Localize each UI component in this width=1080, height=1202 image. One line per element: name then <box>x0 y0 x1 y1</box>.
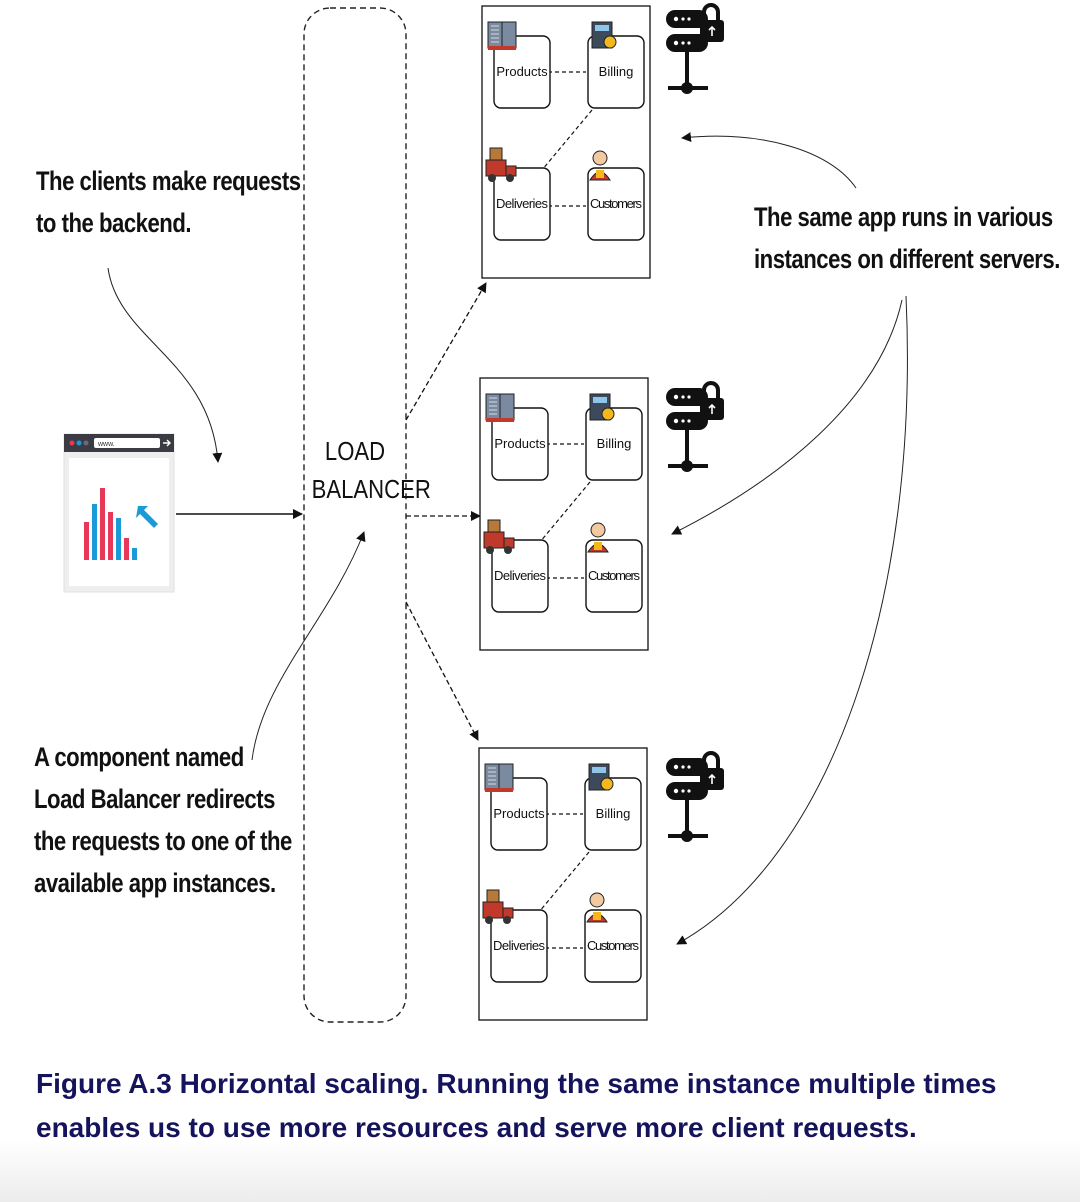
service-label: Customers <box>587 938 640 953</box>
load-balancer-annotation-arrow <box>251 531 366 761</box>
calculator-icon <box>589 393 615 421</box>
service-label: Products <box>496 64 548 79</box>
load-balancer-label: LOAD BALANCER <box>311 432 431 508</box>
book-icon <box>484 763 514 792</box>
annotation-line: to the backend. <box>36 208 192 238</box>
service-label: Billing <box>596 806 631 821</box>
secure-server-icon <box>666 751 724 842</box>
service-customers: Customers <box>587 150 645 241</box>
annotation-line: the requests to one of the <box>34 826 292 856</box>
service-label: Products <box>493 806 545 821</box>
service-label: Billing <box>599 64 634 79</box>
go-arrow-icon <box>163 439 171 447</box>
delivery-truck-icon <box>482 889 514 924</box>
same-app-annotation: The same app runs in various instances o… <box>754 196 1060 280</box>
service-products: Products <box>485 393 549 481</box>
service-label: Customers <box>590 196 643 211</box>
annotation-line: The same app runs in various <box>754 202 1053 232</box>
service-deliveries: Deliveries <box>482 889 548 983</box>
service-billing: Billing <box>585 393 643 481</box>
figure-caption: Figure A.3 Horizontal scaling. Running t… <box>36 1068 997 1143</box>
client-browser-window: www. <box>63 433 175 593</box>
service-label: Deliveries <box>494 568 547 583</box>
customer-person-icon <box>586 892 608 923</box>
address-bar <box>94 438 160 448</box>
load-balancer-label-line: LOAD <box>324 436 386 466</box>
calculator-icon <box>591 21 617 49</box>
secure-server-icon <box>666 381 724 472</box>
service-products: Products <box>484 763 548 851</box>
annotation-line: instances on different servers. <box>754 244 1060 274</box>
service-connector <box>539 481 591 543</box>
instance-annotation-arrow-3 <box>676 295 908 945</box>
service-label: Deliveries <box>493 938 546 953</box>
service-label: Deliveries <box>496 196 549 211</box>
clients-annotation-arrow <box>107 267 223 463</box>
delivery-truck-icon <box>483 519 515 554</box>
instance-annotation-arrow-2 <box>671 299 903 535</box>
service-connector <box>541 109 593 171</box>
load-balancer-annotation: A component named Load Balancer redirect… <box>34 736 292 904</box>
service-label: Billing <box>597 436 632 451</box>
address-bar-text: www. <box>97 441 115 448</box>
calculator-icon <box>588 763 614 791</box>
annotation-line: A component named <box>34 742 244 772</box>
cursor-arrow-icon <box>136 506 158 528</box>
load-balancer-box <box>303 7 407 1023</box>
service-customers: Customers <box>585 522 643 613</box>
service-billing: Billing <box>584 763 642 851</box>
service-billing: Billing <box>587 21 645 109</box>
instance-annotation-arrow-1 <box>681 132 857 189</box>
service-deliveries: Deliveries <box>483 519 549 613</box>
service-label: Customers <box>588 568 641 583</box>
route-arrow-3 <box>405 601 479 741</box>
service-deliveries: Deliveries <box>485 147 551 241</box>
load-balancer-label-line: BALANCER <box>311 474 431 504</box>
service-connector <box>538 851 590 913</box>
annotation-line: available app instances. <box>34 868 276 898</box>
service-products: Products <box>487 21 551 109</box>
annotation-line: The clients make requests <box>36 166 301 196</box>
book-icon <box>485 393 515 422</box>
customer-person-icon <box>589 150 611 181</box>
secure-server-icon <box>666 3 724 94</box>
delivery-truck-icon <box>485 147 517 182</box>
customer-person-icon <box>587 522 609 553</box>
service-label: Products <box>494 436 546 451</box>
route-arrow-1 <box>405 282 487 421</box>
bar-chart-icon <box>84 488 137 560</box>
page-footer-shade <box>0 1140 1080 1202</box>
clients-annotation: The clients make requests to the backend… <box>36 160 301 244</box>
annotation-line: Load Balancer redirects <box>34 784 275 814</box>
service-customers: Customers <box>584 892 642 983</box>
book-icon <box>487 21 517 50</box>
